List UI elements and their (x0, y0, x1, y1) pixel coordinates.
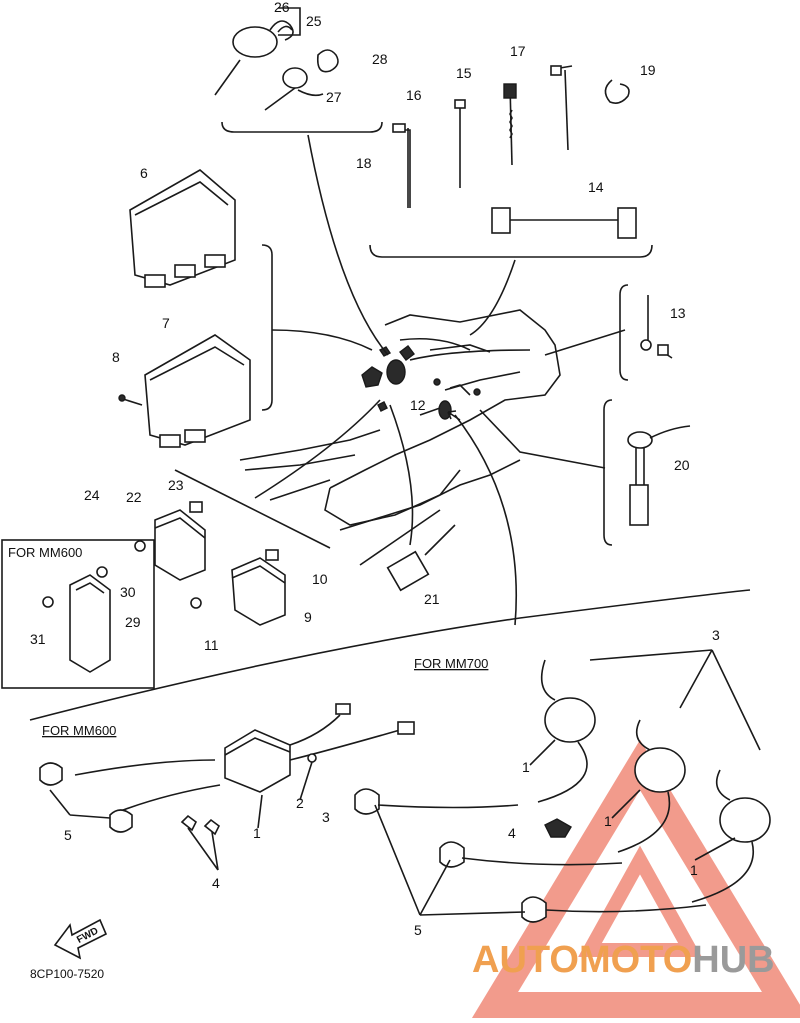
callout: 9 (304, 609, 312, 625)
callout: 1 (604, 813, 612, 829)
condenser-21 (386, 524, 456, 592)
callout: 6 (140, 165, 148, 181)
diagram-code: 8CP100-7520 (30, 967, 104, 981)
callout: 5 (64, 827, 72, 843)
arrow-12 (447, 410, 461, 421)
mm600-box (1, 539, 155, 689)
leader-1c (694, 837, 736, 861)
callout: 16 (406, 87, 422, 103)
spark-plug-caps (354, 788, 707, 923)
watermark-text: AUTOMOTOHUB (472, 939, 775, 981)
callout: 20 (674, 457, 690, 473)
callout: 14 (588, 179, 604, 195)
callout: 25 (306, 13, 322, 29)
leader-2 (299, 761, 313, 801)
cdi-unit-7 (118, 334, 251, 448)
bracket-20 (603, 399, 613, 546)
section-label-mm600-box: FOR MM600 (8, 545, 82, 560)
leader-cdi (271, 329, 373, 351)
leader-1b (611, 789, 641, 819)
bracket-rectifier (174, 469, 331, 549)
callout: 15 (456, 65, 472, 81)
callout: 8 (112, 349, 120, 365)
leader-4-left (187, 827, 219, 871)
fwd-arrow-icon (53, 918, 108, 960)
chassis-frame (239, 309, 561, 531)
callout: 31 (30, 631, 46, 647)
wiring-clips (392, 65, 637, 239)
callout: 28 (372, 51, 388, 67)
callout: 19 (640, 62, 656, 78)
bracket-top-right (369, 244, 653, 258)
callout: 11 (204, 637, 219, 653)
rectifier-22 (134, 501, 206, 581)
callout: 2 (296, 795, 304, 811)
callout: 23 (168, 477, 184, 493)
callout: 22 (126, 489, 142, 505)
callout: 29 (125, 614, 141, 630)
callout: 3 (712, 627, 720, 643)
leader-5-left (49, 789, 111, 819)
watermark-part2: HUB (692, 939, 774, 981)
leader-13 (544, 329, 626, 356)
section-label-mm600-lower: FOR MM600 (42, 723, 116, 738)
leader-lower (454, 414, 518, 626)
leader-cables (469, 259, 516, 336)
key-switch-assembly (214, 20, 339, 111)
leader-1a (529, 739, 556, 766)
section-label-mm700: FOR MM700 (414, 656, 488, 671)
callout: 27 (326, 89, 342, 105)
leader-3-right (589, 649, 761, 751)
cdi-29 (42, 566, 111, 673)
watermark-logo (471, 739, 800, 1018)
callout: 7 (162, 315, 170, 331)
callout: 18 (356, 155, 372, 171)
wire-harness-12 (361, 345, 531, 420)
regulator-9 (190, 549, 286, 626)
line-21 (359, 509, 441, 566)
leader-21 (389, 404, 414, 546)
watermark-part1: AUTOMOTO (472, 939, 692, 981)
bracket-13 (619, 284, 629, 381)
callout: 21 (424, 591, 440, 607)
leader-key (307, 134, 389, 356)
bracket-left-cdi (261, 244, 273, 411)
callout: 24 (84, 487, 100, 503)
leader-20 (479, 409, 606, 469)
callout: 10 (312, 571, 328, 587)
callout: 17 (510, 43, 526, 59)
leader-1-mm600 (257, 794, 263, 829)
callout: 3 (322, 809, 330, 825)
bracket-25 (278, 7, 301, 36)
callout: 5 (414, 922, 422, 938)
cdi-unit-6 (129, 169, 236, 288)
leader-5-right (374, 804, 526, 916)
section-divider (29, 589, 751, 721)
sensor-20 (627, 425, 691, 526)
ground-wire-13 (640, 295, 673, 359)
callout: 1 (253, 825, 261, 841)
ignition-coil-mm700-b (617, 719, 686, 853)
callout: 1 (522, 759, 530, 775)
callout: 26 (274, 0, 290, 15)
callout: 13 (670, 305, 686, 321)
ignition-coil-mm700-c (691, 769, 771, 903)
bracket-top-left (221, 121, 383, 133)
ignition-coil-mm600 (39, 703, 415, 836)
ignition-coil-mm700-a (537, 659, 596, 803)
callout: 30 (120, 584, 136, 600)
callout: 12 (410, 397, 426, 413)
callout: 4 (508, 825, 516, 841)
leader-rectifier (254, 399, 381, 499)
callout: 1 (690, 862, 698, 878)
callout: 4 (212, 875, 220, 891)
